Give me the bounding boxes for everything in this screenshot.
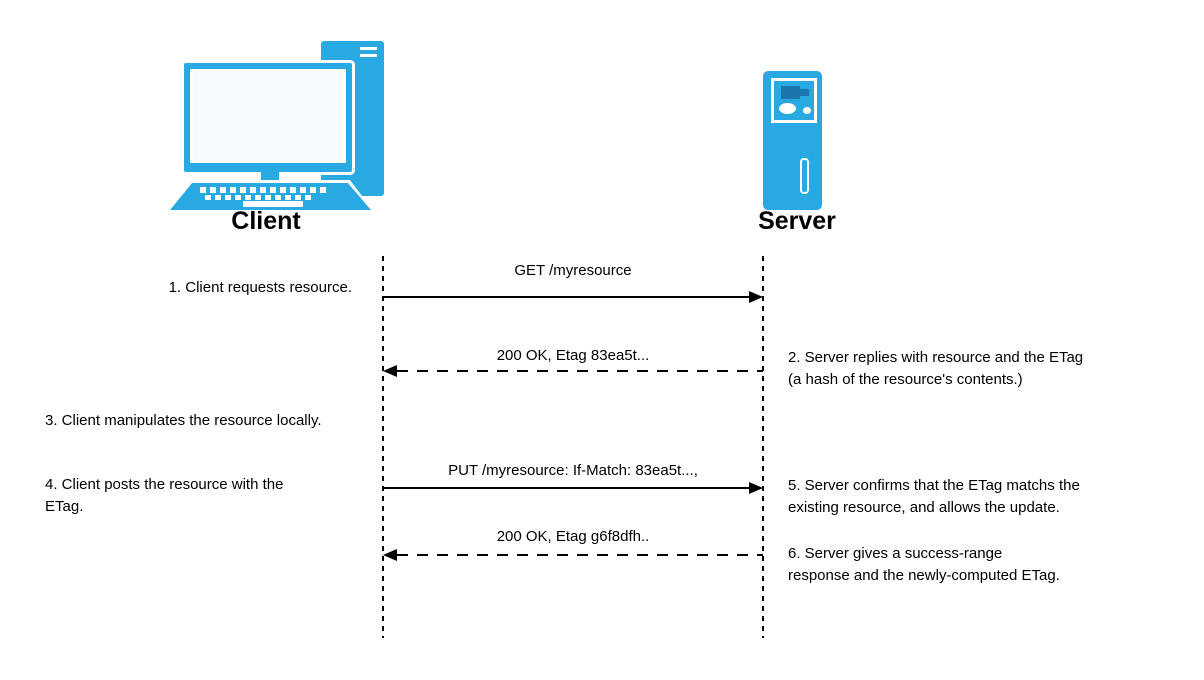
server-drive-bay (771, 78, 817, 123)
annotation-step-6: 6. Server gives a success-range response… (788, 545, 1060, 584)
client-keyboard-spacebar (243, 201, 303, 207)
server-disk-slot (800, 158, 809, 194)
message-4-label: 200 OK, Etag g6f8dfh.. (496, 528, 650, 545)
server-label: Server (758, 207, 836, 235)
message-3-label: PUT /myresource: If-Match: 83ea5t..., (448, 462, 698, 479)
annotation-step-3: 3. Client manipulates the resource local… (45, 412, 322, 429)
annotation-step-4: 4. Client posts the resource with the ET… (45, 476, 284, 515)
message-4-arrow-line (397, 554, 763, 556)
annotation-step-5: 5. Server confirms that the ETag matchs … (788, 477, 1080, 516)
server-drive-shape-tab (800, 89, 809, 96)
message-2-arrow-line (397, 370, 763, 372)
server-drive-dot (803, 107, 811, 114)
client-tower-vent-line (360, 47, 377, 50)
client-label: Client (231, 207, 301, 235)
annotation-step-2: 2. Server replies with resource and the … (788, 349, 1084, 388)
client-monitor-screen (190, 69, 346, 163)
message-1-arrow-line (384, 296, 750, 298)
client-keyboard-keys-row (200, 187, 328, 193)
server-lifeline (762, 256, 764, 638)
client-lifeline (382, 256, 384, 638)
message-1-arrowhead-right (749, 291, 763, 303)
server-drive-shape (781, 86, 800, 99)
client-tower-vent-line (360, 54, 377, 57)
message-3-arrowhead-right (749, 482, 763, 494)
message-2-label: 200 OK, Etag 83ea5t... (496, 347, 650, 364)
message-3-arrow-line (384, 487, 750, 489)
message-2-arrowhead-left (383, 365, 397, 377)
server-drive-oval (779, 103, 796, 114)
message-4-arrowhead-left (383, 549, 397, 561)
annotation-step-1: 1. Client requests resource. (168, 279, 352, 296)
client-keyboard-keys-row (205, 195, 311, 200)
message-1-label: GET /myresource (514, 262, 632, 279)
client-monitor-stand (261, 172, 279, 183)
